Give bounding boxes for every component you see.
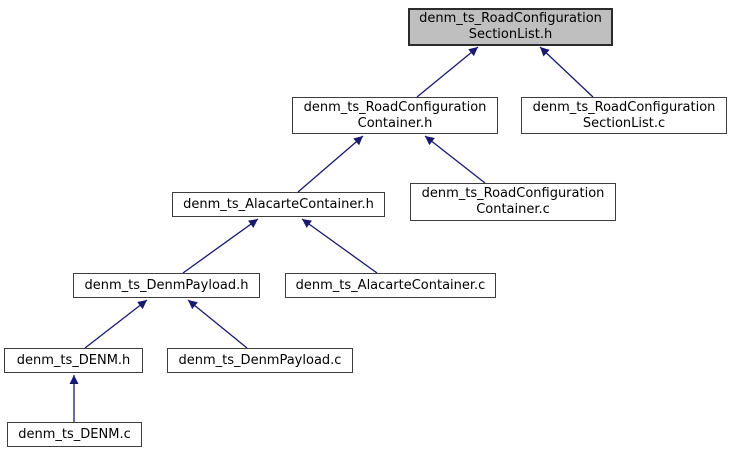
- graph-edge-road-configuration-sectionlist-c-to-road-configuration-sectionlist-h: [539, 46, 594, 98]
- graph-node-label: denm_ts_DENM.h: [16, 352, 131, 368]
- graph-edge-road-configuration-container-c-to-road-configuration-container-h: [424, 135, 486, 184]
- graph-node-label: denm_ts_RoadConfiguration: [421, 186, 605, 201]
- graph-node-label: denm_ts_AlacarteContainer.h: [183, 196, 374, 212]
- graph-node-label: denm_ts_DenmPayload.h: [84, 277, 249, 293]
- graph-node-denm-payload-c[interactable]: denm_ts_DenmPayload.c: [167, 348, 353, 373]
- graph-edge-denm-payload-c-to-denm-payload-h: [187, 299, 248, 349]
- graph-node-label: denm_ts_RoadConfiguration: [419, 11, 602, 26]
- graph-node-alacarte-container-c[interactable]: denm_ts_AlacarteContainer.c: [285, 273, 496, 298]
- graph-edge-alacarte-container-h-to-road-configuration-container-h: [297, 135, 364, 193]
- graph-edge-denm-payload-h-to-alacarte-container-h: [182, 218, 259, 274]
- graph-node-label: Container.h: [357, 115, 433, 131]
- graph-node-label: denm_ts_RoadConfiguration: [303, 99, 487, 115]
- graph-node-label: denm_ts_DENM.c: [18, 426, 131, 442]
- graph-node-denm-c[interactable]: denm_ts_DENM.c: [7, 422, 142, 447]
- graph-node-denm-h[interactable]: denm_ts_DENM.h: [4, 348, 143, 373]
- graph-node-alacarte-container-h[interactable]: denm_ts_AlacarteContainer.h: [172, 192, 385, 217]
- graph-node-label: SectionList.c: [582, 115, 666, 131]
- graph-node-label: Container.c: [476, 202, 550, 217]
- graph-edge-denm-h-to-denm-payload-h: [84, 299, 148, 349]
- graph-node-label: denm_ts_AlacarteContainer.c: [295, 277, 486, 293]
- graph-edge-road-configuration-container-h-to-road-configuration-sectionlist-h: [416, 46, 479, 98]
- graph-node-label: denm_ts_DenmPayload.c: [178, 352, 342, 368]
- graph-edge-alacarte-container-c-to-alacarte-container-h: [301, 218, 378, 274]
- graph-node-label: SectionList.h: [468, 27, 553, 42]
- graph-node-label: denm_ts_RoadConfiguration: [532, 99, 716, 115]
- graph-node-denm-payload-h[interactable]: denm_ts_DenmPayload.h: [73, 273, 260, 298]
